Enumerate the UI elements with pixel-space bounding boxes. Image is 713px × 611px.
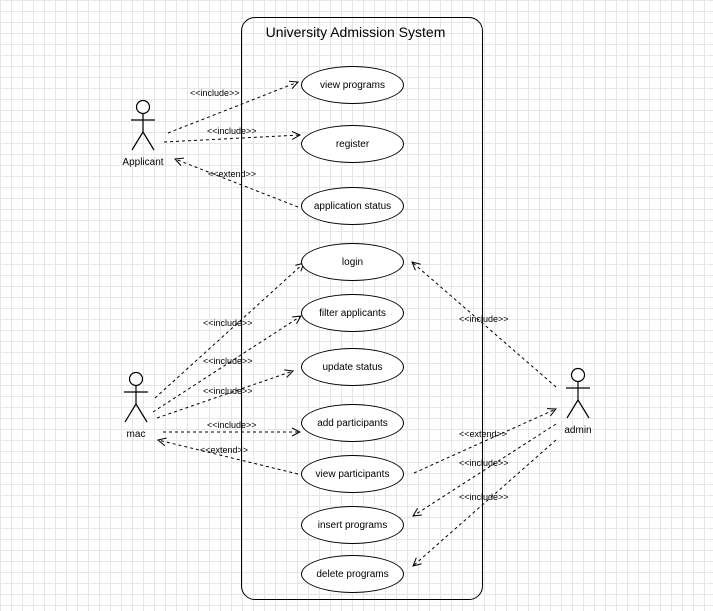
use-case-insert-programs[interactable]: insert programs [301,506,404,544]
use-case-application-status[interactable]: application status [301,187,404,225]
use-case-filter-applicants[interactable]: filter applicants [301,294,404,332]
arrow-applicant-register [163,135,300,143]
relation-label-applicant-register: <<include>> [207,126,257,136]
stick-figure-icon [124,371,148,423]
relation-label-admin-login: <<include>> [459,314,509,324]
use-case-view-participants[interactable]: view participants [301,455,404,493]
system-title: University Admission System [265,24,446,40]
use-case-add-participants[interactable]: add participants [301,404,404,442]
relation-label-mac-update-status: <<include>> [203,386,253,396]
stick-figure-icon [566,367,590,419]
actor-label: Applicant [122,157,164,168]
arrow-admin-delete-programs [413,439,557,566]
relation-label-view-participants-mac: <<extend>> [200,445,249,455]
arrow-view-participants-admin [413,409,556,474]
stick-figure-icon [131,99,155,151]
arrow-application-status-applicant [175,159,299,208]
arrow-view-participants-mac [158,440,299,475]
use-case-register[interactable]: register [301,125,404,163]
use-case-update-status[interactable]: update status [301,348,404,386]
actor-label: admin [564,425,592,436]
arrow-admin-insert-programs [413,423,557,516]
actor-mac[interactable]: mac [106,371,166,451]
use-case-view-programs[interactable]: view programs [301,66,404,104]
relation-label-mac-add-participants: <<include>> [207,420,257,430]
relation-label-application-status-extend: <<extend>> [208,169,257,179]
use-case-login[interactable]: login [301,243,404,281]
relation-label-mac-filter-applicants: <<include>> [203,356,253,366]
relation-label-mac-login: <<include>> [203,318,253,328]
actor-label: mac [126,429,146,440]
arrow-admin-login [412,262,557,388]
use-case-delete-programs[interactable]: delete programs [301,555,404,593]
relation-label-applicant-view-programs: <<include>> [190,88,240,98]
relation-label-view-participants-admin: <<extend>> [459,429,508,439]
relation-label-admin-insert-programs: <<include>> [459,458,509,468]
actor-applicant[interactable]: Applicant [113,99,173,179]
relation-label-admin-delete-programs: <<include>> [459,492,509,502]
arrow-applicant-view-programs [167,82,298,134]
actor-admin[interactable]: admin [548,367,608,447]
system-boundary [241,17,483,600]
